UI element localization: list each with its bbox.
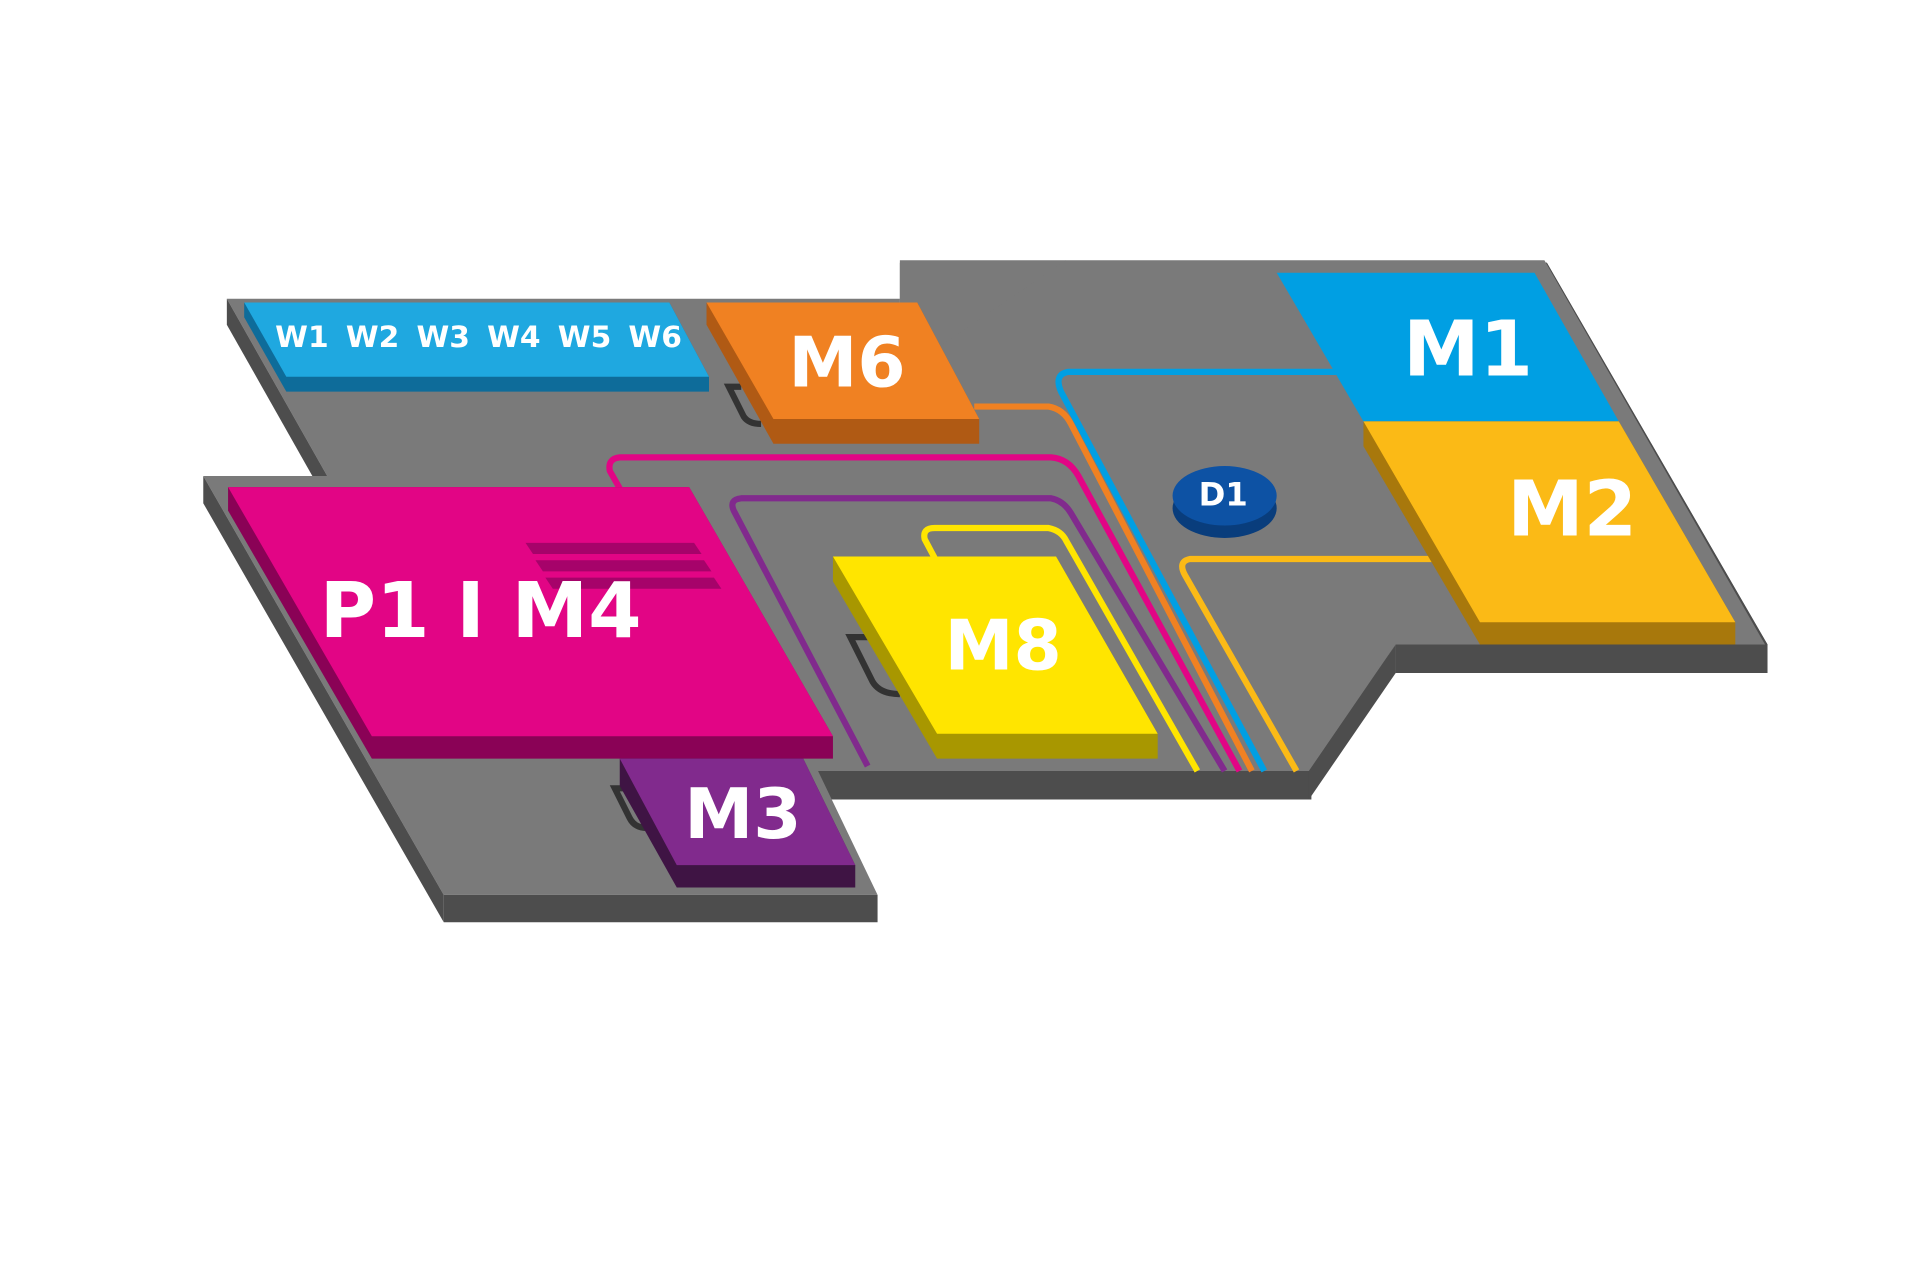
area-m2[interactable]: M2 — [1363, 421, 1736, 645]
area-m8[interactable]: M8 — [832, 556, 1158, 759]
label-w6: W6 — [628, 320, 682, 355]
label-m1: M1 — [1403, 306, 1533, 395]
m6-handle — [723, 383, 762, 428]
p1-m4-stripe — [535, 560, 712, 572]
conveyor-orange — [974, 403, 1255, 773]
p1-m4-stripe — [525, 542, 702, 555]
label-d1: D1 — [1199, 476, 1248, 514]
area-d1[interactable]: D1 — [1172, 466, 1277, 538]
conveyor-purple — [729, 495, 1228, 773]
label-m6: M6 — [788, 324, 905, 404]
label-w4: W4 — [487, 320, 541, 355]
label-m3: M3 — [684, 775, 801, 855]
label-p1-m4: P1 I M4 — [320, 567, 642, 656]
conveyor-lines — [606, 368, 1448, 773]
area-m1[interactable]: M1 — [1276, 272, 1619, 422]
label-w5: W5 — [558, 320, 612, 355]
p1-m4-stripe — [545, 577, 722, 589]
conveyor-yellow — [921, 524, 1201, 773]
conveyor-gold — [1179, 555, 1448, 773]
area-w1-w6[interactable]: W1 W2 W3 W4 W5 W6 — [244, 302, 709, 392]
m8-handle — [845, 634, 900, 698]
label-w1: W1 — [275, 320, 329, 355]
label-m8: M8 — [944, 606, 1061, 686]
area-m6[interactable]: M6 — [706, 302, 980, 444]
label-w3: W3 — [416, 320, 470, 355]
conveyor-cyan — [1055, 368, 1337, 773]
conveyor-magenta — [606, 454, 1243, 773]
label-m2: M2 — [1507, 465, 1637, 554]
area-m3[interactable]: M3 — [609, 758, 856, 888]
label-w2: W2 — [346, 320, 400, 355]
area-p1-m4[interactable]: P1 I M4 — [228, 487, 833, 759]
